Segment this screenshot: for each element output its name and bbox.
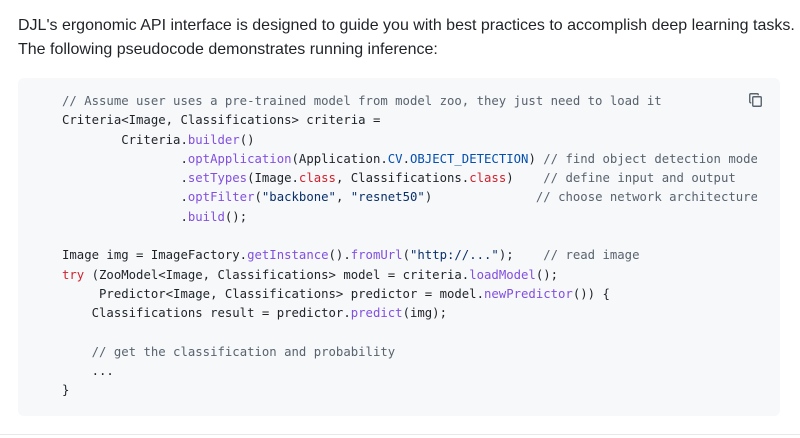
intro-paragraph: DJL's ergonomic API interface is designe… [18, 14, 795, 62]
code-keyword: try [62, 267, 85, 282]
intro-line-2: The following pseudocode demonstrates ru… [18, 41, 438, 58]
code-method: loadModel [469, 267, 536, 282]
code-text: ()) { [572, 286, 610, 301]
code-method: build [187, 209, 225, 224]
code-line: // get the classification and probabilit… [62, 343, 757, 362]
code-string: "resnet50" [350, 190, 425, 205]
code-text: Predictor<Image, Classifications> predic… [62, 286, 484, 301]
code-text: () [239, 132, 255, 147]
code-line: } [62, 381, 757, 400]
code-method: newPredictor [484, 286, 573, 301]
code-line: .optApplication(Application.CV.OBJECT_DE… [62, 150, 757, 169]
code-string: "backbone" [261, 190, 336, 205]
code-comment: // read image [543, 248, 640, 263]
code-constant: OBJECT_DETECTION [409, 151, 529, 166]
code-text: , [335, 190, 351, 205]
copy-button[interactable] [746, 90, 766, 110]
code-line: .optFilter("backbone", "resnet50") // ch… [62, 188, 757, 207]
code-line: .build(); [62, 208, 757, 227]
code-text: Image img = ImageFactory. [62, 248, 248, 263]
code-text: (img); [402, 306, 447, 321]
code-keyword: class [469, 171, 507, 186]
code-text: (); [535, 267, 559, 282]
code-text: (ZooModel<Image, Classifications> model … [84, 267, 470, 282]
intro-line-1: DJL's ergonomic API interface is designe… [18, 17, 795, 34]
code-method: predict [350, 306, 403, 321]
code-line: Criteria.builder() [62, 131, 757, 150]
code-text: (); [224, 209, 248, 224]
code-text: ( [402, 248, 410, 263]
copy-icon [749, 93, 762, 107]
code-line: ... [62, 362, 757, 381]
code-text: . [62, 151, 188, 166]
code-constant: CV [387, 151, 403, 166]
code-comment: // define input and output [543, 171, 736, 186]
code-text: ) [506, 171, 544, 186]
divider [0, 434, 800, 435]
code-comment: // get the classification and probabilit… [91, 344, 396, 359]
code-text: } [62, 383, 70, 398]
code-line: Criteria<Image, Classifications> criteri… [62, 111, 757, 130]
code-method: getInstance [247, 248, 329, 263]
code-text: . [62, 209, 188, 224]
code-text: ) [424, 190, 536, 205]
code-text: ) [528, 151, 544, 166]
code-line [62, 324, 757, 343]
code-text: Criteria. [62, 132, 188, 147]
code-comment: // find object detection model [543, 151, 757, 166]
code-method: setTypes [187, 171, 248, 186]
code-text: Classifications result = predictor. [62, 306, 351, 321]
code-string: "http://..." [409, 248, 499, 263]
code-block: // Assume user uses a pre-trained model … [18, 78, 780, 416]
code-comment: // Assume user uses a pre-trained model … [62, 94, 662, 108]
code-method: optApplication [187, 151, 292, 166]
code-text: (Application. [291, 151, 388, 166]
code-keyword: class [298, 171, 336, 186]
code-text: . [62, 171, 188, 186]
code-text [62, 345, 92, 359]
code-method: builder [187, 132, 240, 147]
code-line: .setTypes(Image.class, Classifications.c… [62, 169, 757, 188]
code-text: ); [498, 248, 544, 263]
code-text: ( [254, 190, 262, 205]
code-line: Predictor<Image, Classifications> predic… [62, 285, 757, 304]
code-text: . [402, 151, 410, 166]
code-method: optFilter [187, 190, 255, 205]
code-content: // Assume user uses a pre-trained model … [62, 92, 757, 401]
code-text: . [62, 190, 188, 205]
code-line: Classifications result = predictor.predi… [62, 304, 757, 323]
code-text: , Classifications. [335, 171, 470, 186]
code-line: // Assume user uses a pre-trained model … [62, 92, 757, 111]
code-text: (Image. [247, 171, 299, 186]
code-line [62, 227, 757, 246]
code-line: try (ZooModel<Image, Classifications> mo… [62, 266, 757, 285]
code-text: (). [328, 248, 351, 263]
code-line: Image img = ImageFactory.getInstance().f… [62, 246, 757, 265]
code-text: Criteria<Image, Classifications> criteri… [62, 113, 381, 128]
code-text: ... [62, 364, 114, 379]
code-method: fromUrl [350, 248, 403, 263]
code-comment: // choose network architecture [535, 190, 757, 205]
